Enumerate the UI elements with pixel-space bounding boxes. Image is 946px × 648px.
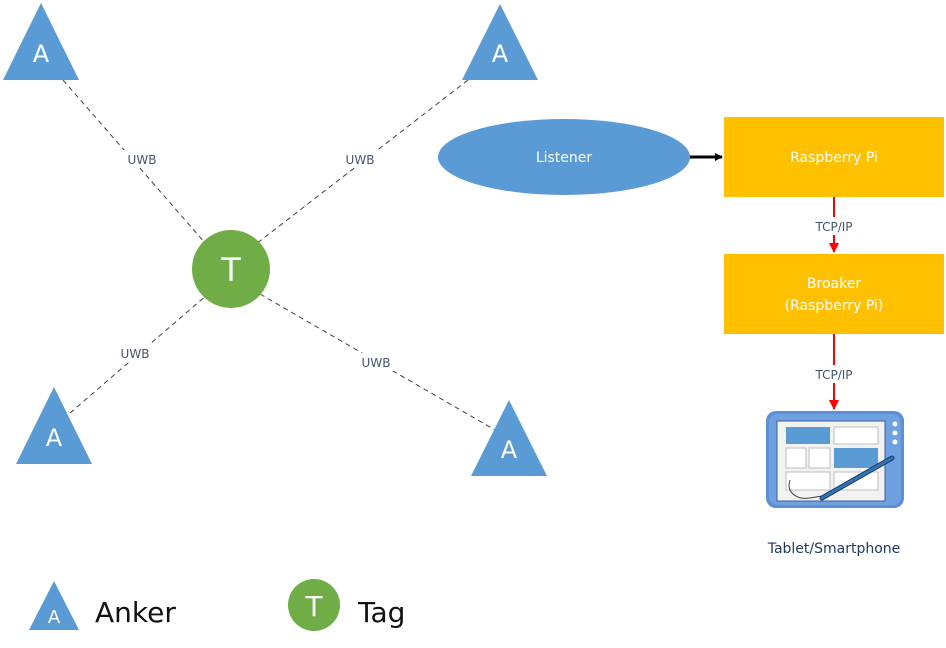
legend-tag-symbol: T: [288, 579, 340, 631]
anchor-letter: A: [492, 40, 509, 68]
tablet-icon: [766, 411, 904, 508]
anchor-letter: A: [33, 40, 50, 68]
uwb-links: [62, 79, 496, 431]
uwb-label-br: UWB: [362, 356, 391, 370]
broker-box: Broaker (Raspberry Pi): [724, 254, 944, 334]
legend-anchor-symbol: A: [29, 581, 79, 630]
tcp-ip-label-2: TCP/IP: [814, 368, 852, 382]
legend-anchor-letter: A: [48, 607, 61, 628]
anchor-bottom-right: A: [471, 400, 547, 476]
anchor-bottom-left: A: [16, 387, 92, 464]
tcp-ip-label-1: TCP/IP: [814, 220, 852, 234]
anchor-top-left: A: [3, 3, 79, 80]
uwb-label-tl: UWB: [128, 153, 157, 167]
legend-tag-letter: T: [304, 590, 323, 623]
legend-tag-text: Tag: [357, 596, 405, 629]
broker-label-line1: Broaker: [807, 276, 861, 292]
listener-node: Listener: [438, 119, 690, 195]
anchor-letter: A: [501, 436, 518, 464]
anchor-letter: A: [46, 424, 63, 452]
legend-anchor-text: Anker: [95, 596, 176, 629]
anchor-top-right: A: [462, 4, 538, 80]
uwb-label-bl: UWB: [121, 347, 150, 361]
raspberry-pi-box: Raspberry Pi: [724, 117, 944, 197]
broker-label-line2: (Raspberry Pi): [785, 298, 884, 314]
legend: A Anker T Tag: [29, 579, 405, 631]
listener-label: Listener: [536, 150, 593, 166]
raspberry-pi-label: Raspberry Pi: [790, 150, 878, 166]
tag-letter: T: [220, 251, 241, 289]
tag-node: T: [192, 230, 270, 308]
uwb-label-tr: UWB: [346, 153, 375, 167]
device-label: Tablet/Smartphone: [767, 541, 901, 557]
